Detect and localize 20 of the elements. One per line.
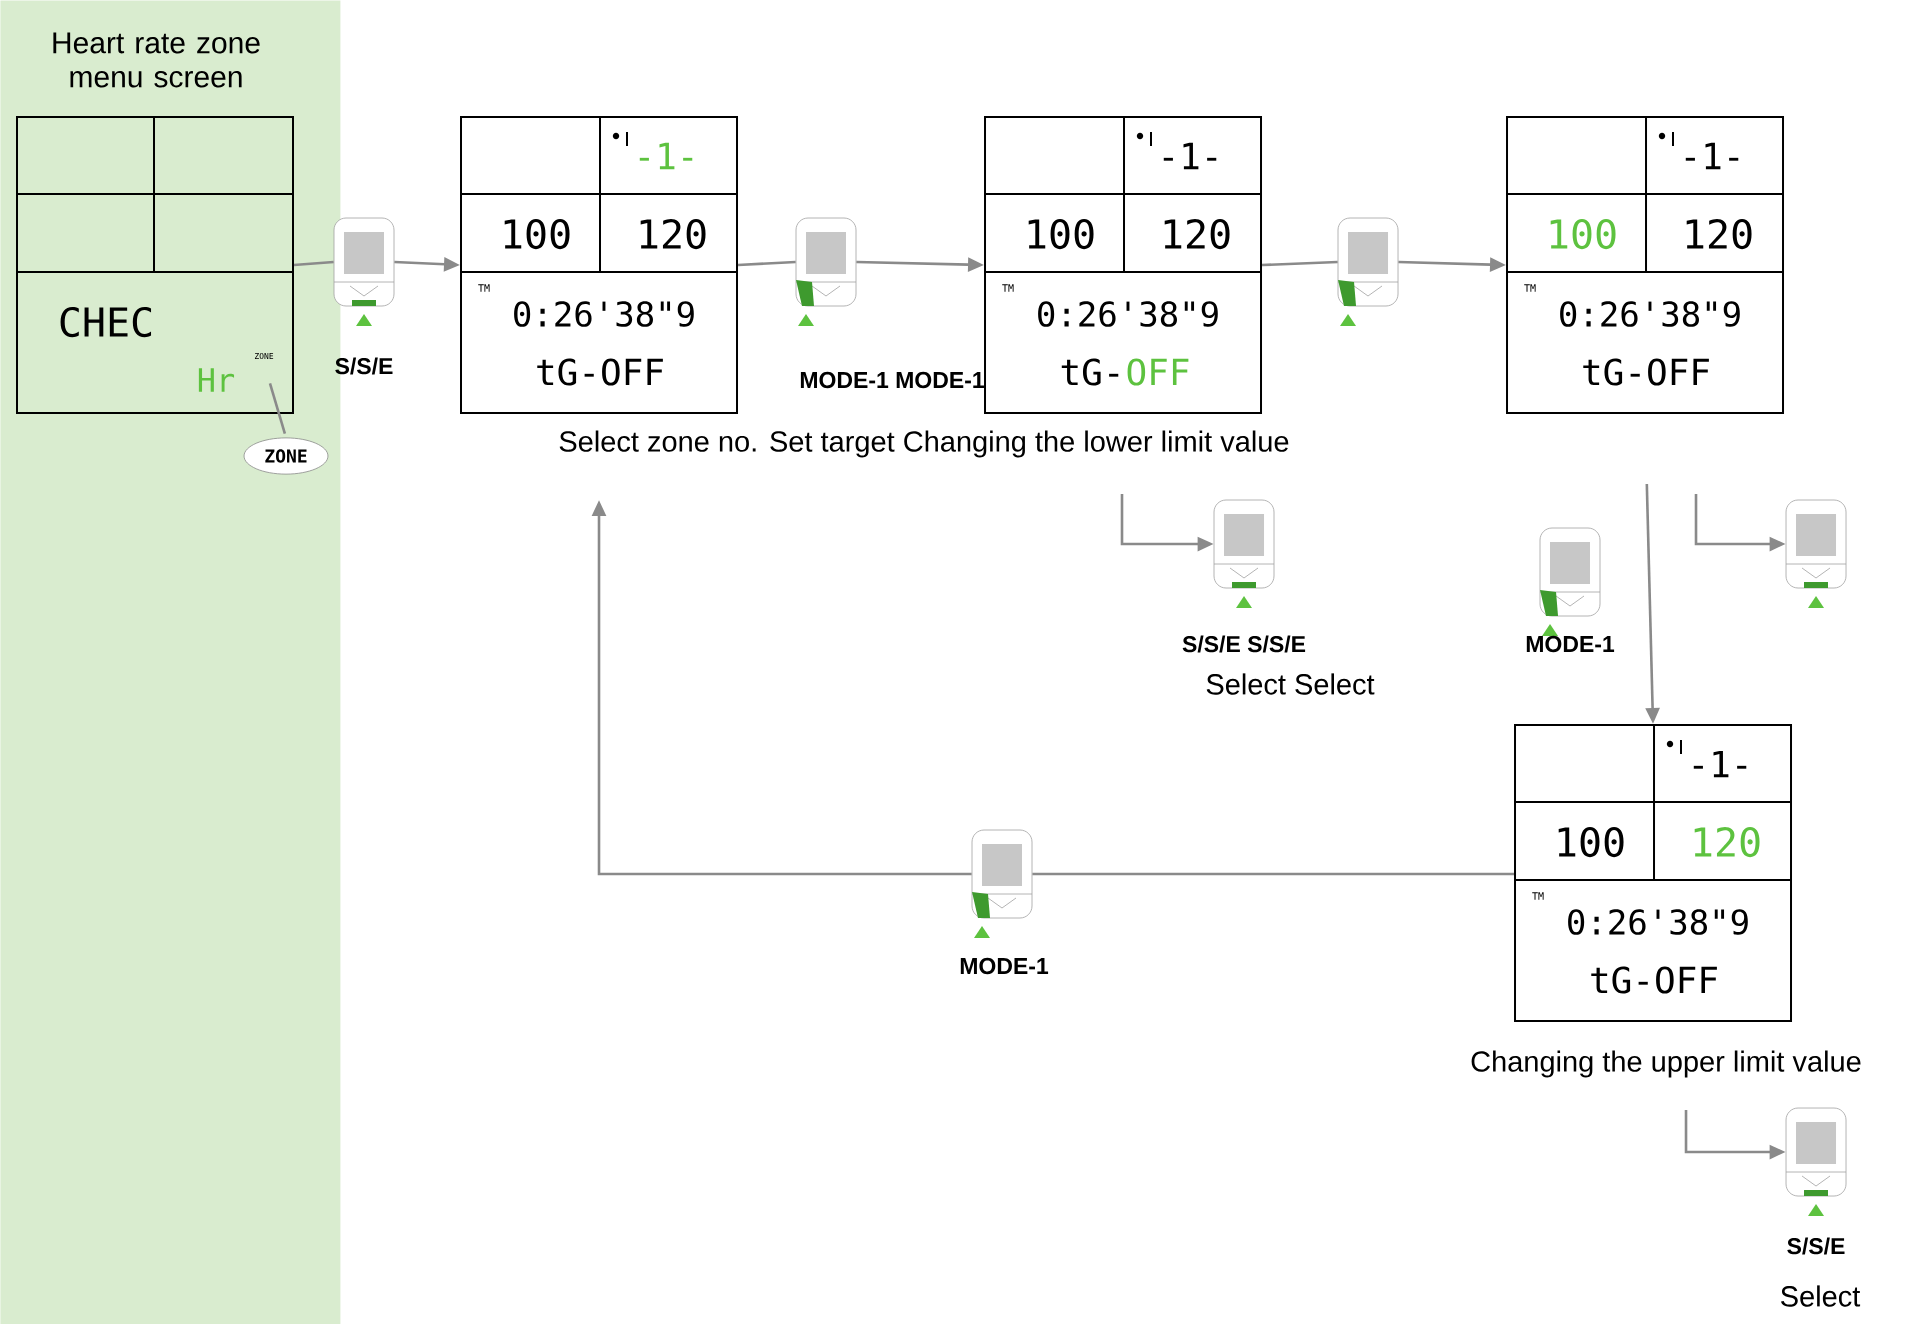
node-label: Select bbox=[1781, 1285, 1861, 1307]
picture bbox=[1337, 217, 1399, 326]
node-label: Select Select bbox=[1206, 673, 1375, 695]
button-label: MODE-1 bbox=[1526, 635, 1615, 653]
picture bbox=[333, 217, 395, 326]
button-label: MODE-1 bbox=[960, 957, 1049, 975]
picture bbox=[971, 829, 1033, 938]
button-label: S/S/E bbox=[335, 357, 393, 375]
panel-heading: Heart rate zone menu screen bbox=[53, 32, 260, 88]
button-label: S/S/E S/S/E bbox=[1182, 635, 1306, 653]
caption: Select zone no. Set target Changing the lower limit value bbox=[559, 430, 1289, 458]
picture bbox=[795, 217, 857, 326]
node-label: Changing the upper limit value bbox=[1471, 1050, 1861, 1078]
callout-bubble: ZONE bbox=[243, 437, 329, 475]
button-label: S/S/E bbox=[1787, 1237, 1845, 1255]
picture bbox=[1785, 499, 1847, 608]
button-label: MODE-1 MODE-1 bbox=[800, 371, 984, 389]
picture bbox=[1539, 527, 1601, 636]
picture bbox=[1213, 499, 1275, 608]
picture bbox=[1785, 1107, 1847, 1216]
